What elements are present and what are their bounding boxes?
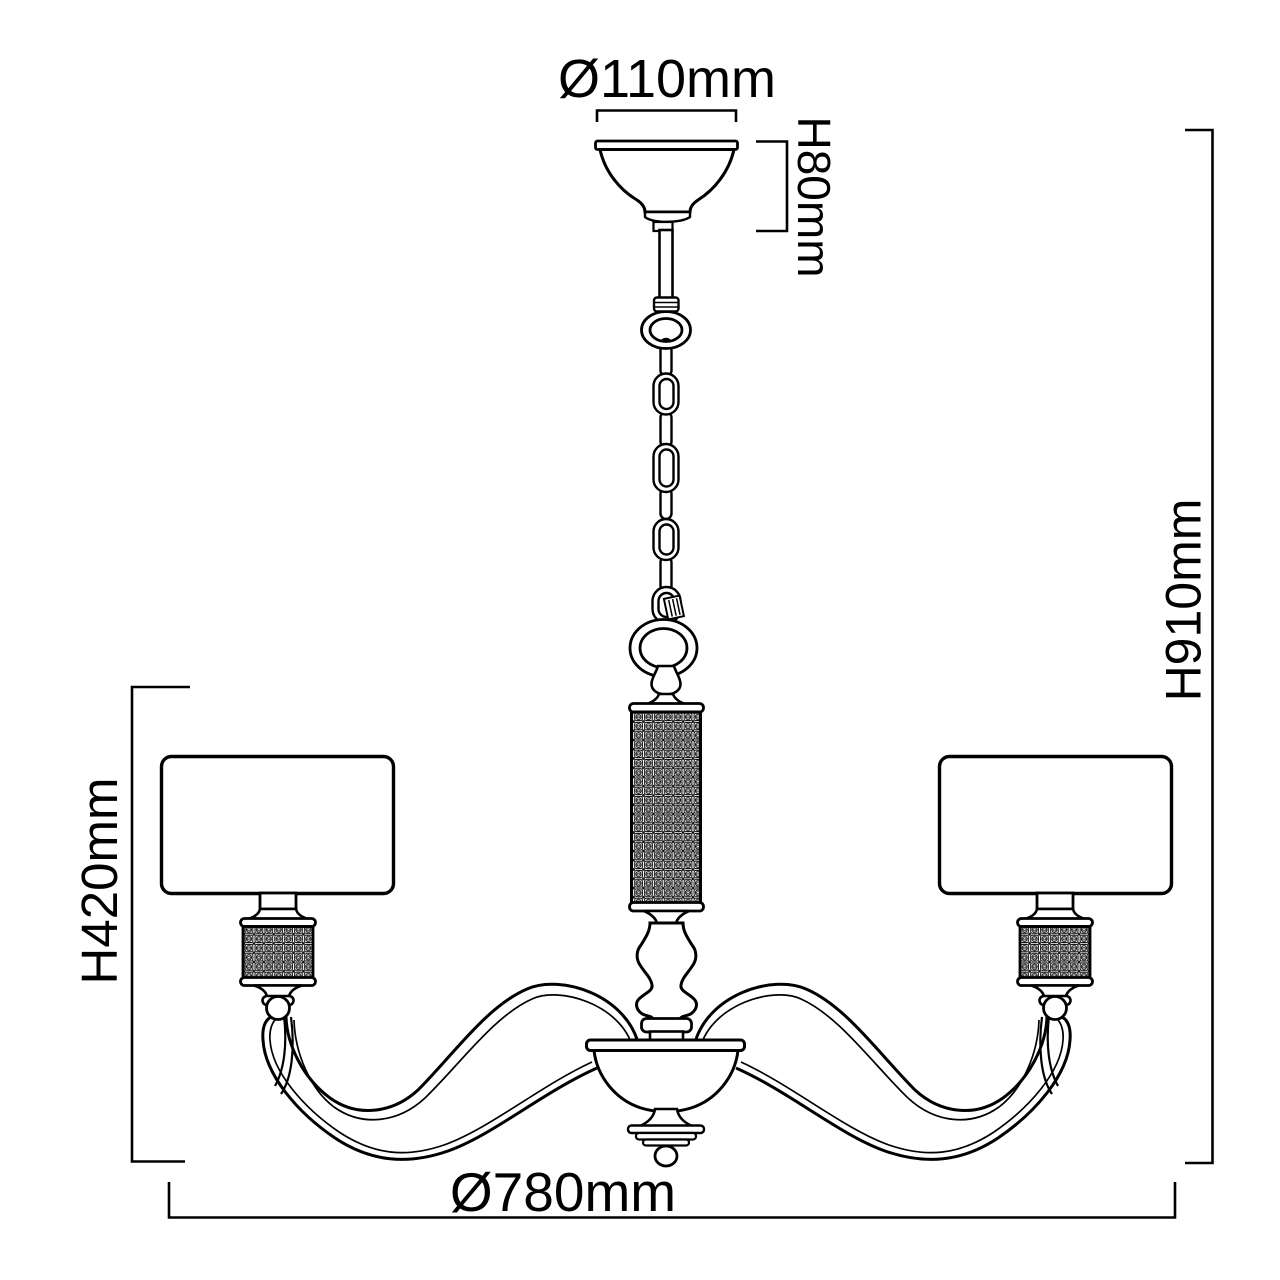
dim-label-overall-diameter: Ø780mm [450, 1161, 676, 1223]
dim-label-canopy-diameter: Ø110mm [558, 49, 776, 109]
dim-label-canopy-height: H80mm [788, 116, 840, 277]
dim-line-canopy-diameter [595, 109, 738, 122]
crystal-beaded-column [585, 664, 746, 1168]
chain-link-small [659, 410, 673, 449]
dim-label-overall-height: H910mm [1156, 499, 1212, 702]
bowl-rim [585, 1038, 746, 1052]
center-bowl [592, 1049, 740, 1114]
dim-line-overall-diameter [167, 1182, 1177, 1219]
chain-link-large [652, 517, 680, 562]
beaded-column-drum [630, 710, 702, 905]
side-lamp-left [159, 754, 396, 1022]
dim-line-overall-height [1185, 128, 1214, 1165]
hanging-ring-top [640, 310, 692, 350]
scroll-arm-left [261, 982, 641, 1161]
hanging-loop [628, 618, 699, 678]
connector-clasp [662, 594, 686, 621]
chain-link-large [652, 442, 680, 494]
baluster [635, 921, 698, 1021]
finial [653, 1144, 679, 1168]
dimension-annotations [130, 109, 1214, 1219]
dim-line-body-height [130, 685, 190, 1163]
dim-label-body-height: H420mm [71, 778, 128, 985]
side-lamp-right [937, 754, 1174, 1022]
scroll-arm-right [692, 982, 1072, 1161]
suspension-rod [658, 228, 674, 302]
rod-collar [652, 296, 680, 313]
column-knob [650, 664, 682, 696]
chain-link-large [652, 372, 680, 416]
ceiling-canopy [594, 139, 739, 233]
dim-line-canopy-height [756, 140, 789, 233]
suspension-chain [628, 228, 699, 678]
